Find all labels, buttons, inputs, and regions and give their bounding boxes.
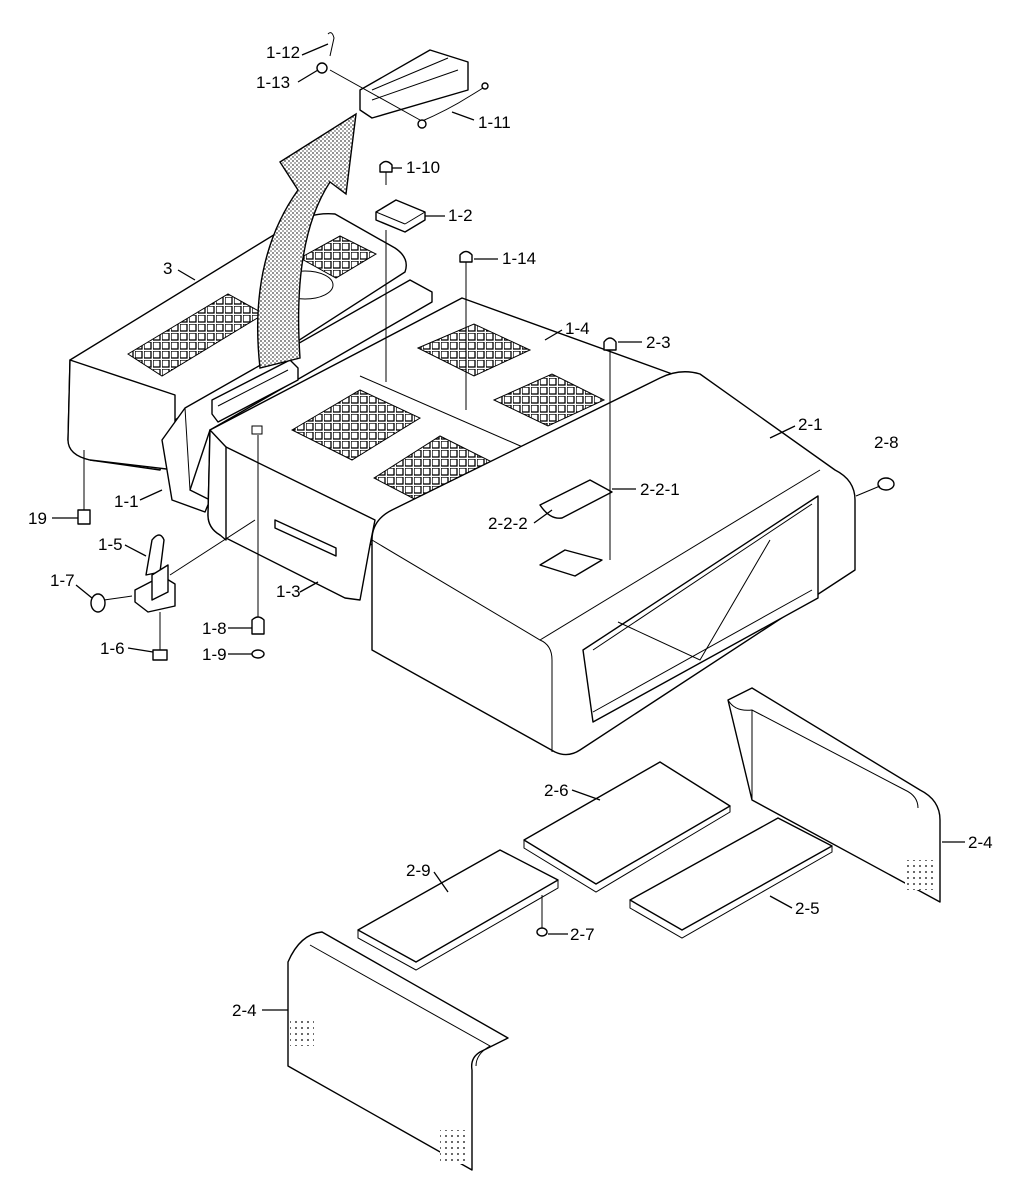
- callout-2-1: 2-1: [798, 415, 823, 434]
- part-2-1-main-housing: [371, 337, 856, 756]
- part-1-11-rod-assembly: [316, 32, 489, 129]
- part-1-5-latch: [134, 519, 256, 613]
- callout-3: 3: [163, 259, 172, 278]
- part-19-bolt: [77, 450, 91, 525]
- callout-1-4: 1-4: [565, 319, 590, 338]
- callout-2-6: 2-6: [544, 781, 569, 800]
- callout-2-9: 2-9: [406, 861, 431, 880]
- part-2-4-left-panel: [287, 931, 509, 1171]
- callout-1-8: 1-8: [202, 619, 227, 638]
- callout-1-3: 1-3: [276, 582, 301, 601]
- callout-1-7: 1-7: [50, 571, 75, 590]
- callout-1-2: 1-2: [448, 206, 473, 225]
- part-2-9-plate: [357, 849, 559, 971]
- part-2-5-plate: [629, 817, 833, 939]
- assembly-arrow: [257, 112, 357, 369]
- callout-1-10: 1-10: [406, 158, 440, 177]
- callout-2-7: 2-7: [570, 925, 595, 944]
- callout-1-5: 1-5: [98, 535, 123, 554]
- part-1-6-bolt: [152, 612, 168, 661]
- part-1-14-bolt: [459, 250, 473, 410]
- callout-1-14: 1-14: [502, 249, 536, 268]
- callout-19: 19: [28, 509, 47, 528]
- part-2-6-plate: [523, 761, 731, 893]
- callout-2-2-1: 2-2-1: [640, 480, 680, 499]
- callout-labels: 1-12 1-13 1-11 1-10 1-2 1-14 3 1-4 2-3 2…: [28, 43, 993, 1020]
- callout-1-6: 1-6: [100, 639, 125, 658]
- part-2-8-grommet: [855, 477, 895, 497]
- callout-2-5: 2-5: [795, 899, 820, 918]
- callout-2-4-right: 2-4: [968, 833, 993, 852]
- callout-1-12: 1-12: [266, 43, 300, 62]
- callout-1-1: 1-1: [114, 492, 139, 511]
- callout-2-3: 2-3: [646, 333, 671, 352]
- callout-1-9: 1-9: [202, 645, 227, 664]
- callout-1-13: 1-13: [256, 73, 290, 92]
- part-1-3-body: [207, 297, 676, 601]
- part-1-2-plate: [375, 160, 426, 382]
- callout-1-11: 1-11: [478, 113, 511, 132]
- callout-2-2-2: 2-2-2: [488, 514, 528, 533]
- callout-2-4-left: 2-4: [232, 1001, 257, 1020]
- part-3-rear-cover: [67, 213, 407, 471]
- part-2-4-right-panel: [727, 687, 941, 903]
- part-1-8-bolt: [251, 435, 265, 659]
- callout-2-8: 2-8: [874, 433, 899, 452]
- part-1-7-bolt: [90, 593, 133, 613]
- leader-lines: [52, 43, 965, 1011]
